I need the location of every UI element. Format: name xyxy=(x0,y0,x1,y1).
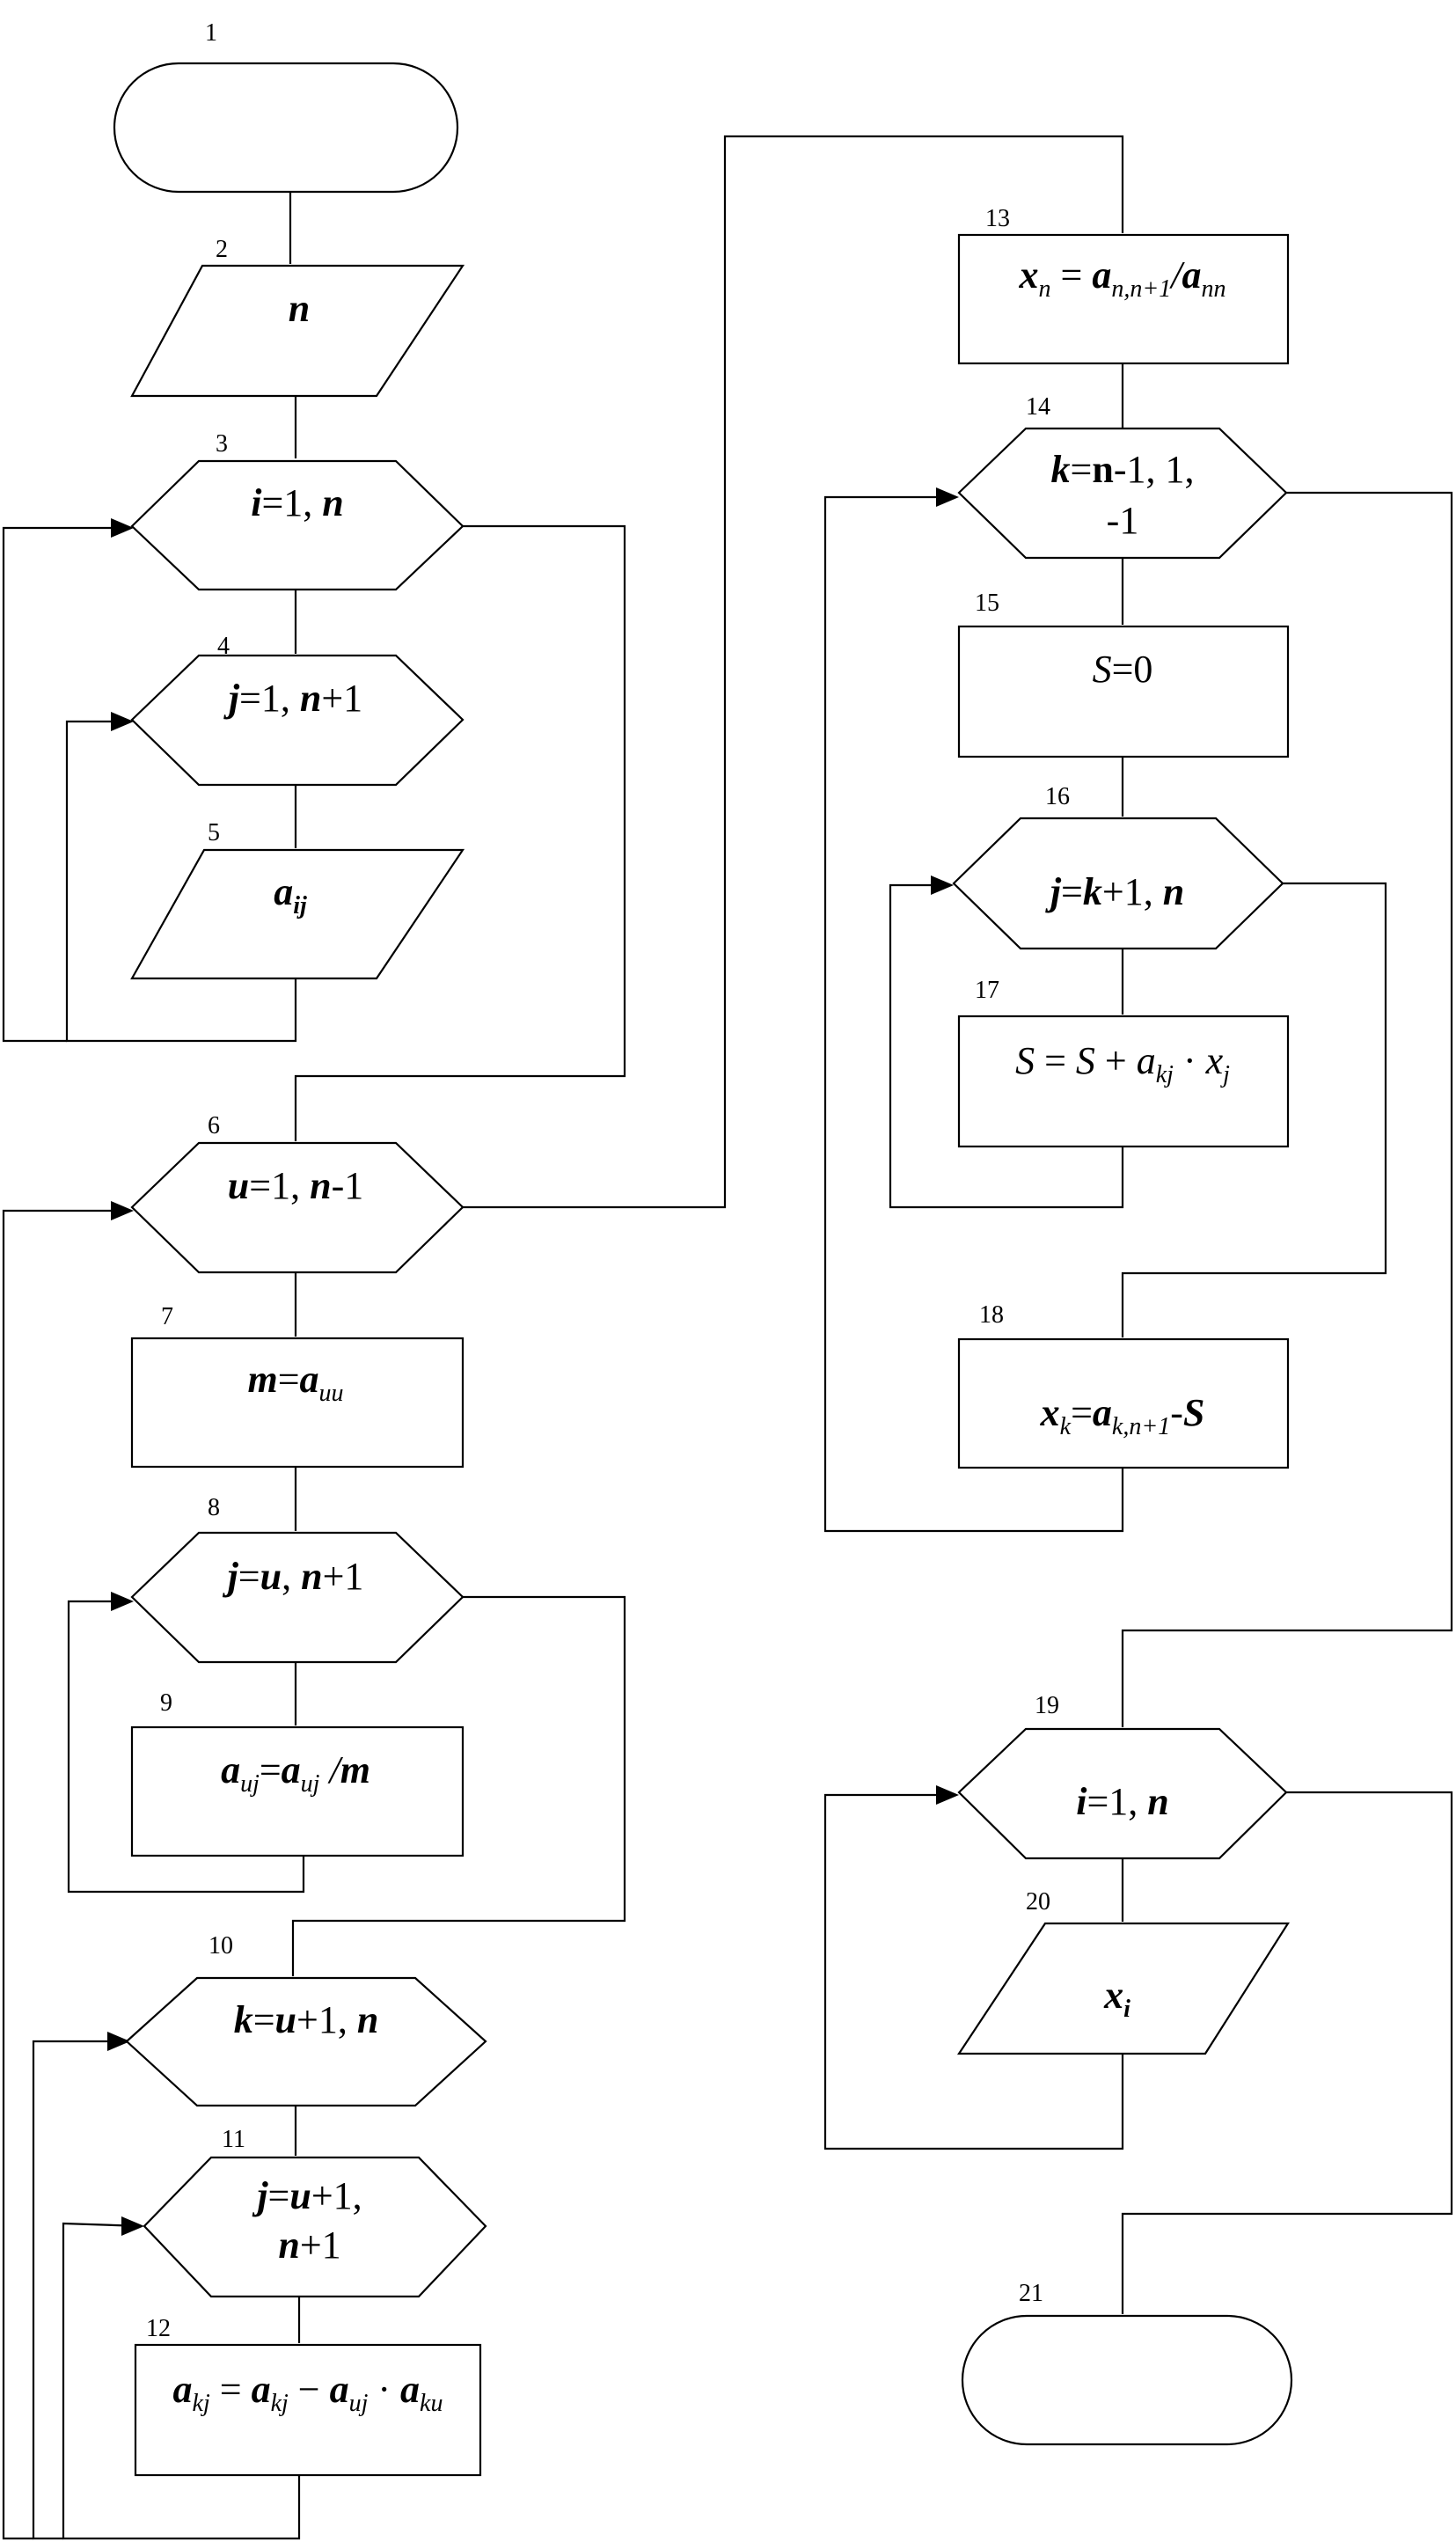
block-number: 15 xyxy=(975,590,999,617)
block-1-start-terminator xyxy=(113,62,459,194)
block-20-output-xi: xi xyxy=(956,1922,1291,2055)
block-14-loop-k: k=n-1, 1, -1 xyxy=(957,427,1288,560)
block-7-process-m: m=auu xyxy=(130,1337,465,1469)
block-18-label: xk=ak,n+1-S xyxy=(1040,1391,1205,1440)
block-numbers: 1 2 3 4 5 6 7 8 9 10 11 12 13 14 15 16 1… xyxy=(146,19,1070,2342)
block-2-input-n: n xyxy=(130,264,465,398)
block-21-end-terminator xyxy=(961,2314,1293,2446)
block-4-label: j=1, n+1 xyxy=(223,677,362,720)
block-16-label: j=k+1, n xyxy=(1045,870,1184,913)
arrow-head xyxy=(107,2032,130,2051)
block-12-process-eliminate: akj = akj − auj · aku xyxy=(134,2343,482,2477)
block-number: 4 xyxy=(217,633,230,660)
block-5-label: aij xyxy=(274,870,307,919)
block-15-process-s-zero: S=0 xyxy=(957,625,1290,758)
block-number: 6 xyxy=(208,1112,220,1139)
block-number: 3 xyxy=(216,430,228,458)
block-3-label: i=1, n xyxy=(251,481,344,524)
block-11-label-line2: n+1 xyxy=(278,2223,340,2267)
block-9-label: auj=auj /m xyxy=(221,1748,370,1798)
block-3-loop-i: i=1, n xyxy=(130,459,465,591)
block-number: 21 xyxy=(1019,2280,1043,2307)
block-15-label: S=0 xyxy=(1093,648,1153,691)
block-12-label: akj = akj − auj · aku xyxy=(173,2368,443,2417)
block-number: 20 xyxy=(1026,1888,1050,1916)
arrow-head xyxy=(111,712,134,731)
block-6-loop-u: u=1, n-1 xyxy=(130,1141,465,1274)
block-5-input-aij: aij xyxy=(130,848,465,980)
arrow-heads xyxy=(107,487,959,2236)
block-number: 7 xyxy=(161,1303,173,1330)
block-number: 13 xyxy=(985,205,1010,232)
block-number: 16 xyxy=(1045,783,1070,810)
block-8-loop-j: j=u, n+1 xyxy=(130,1531,465,1664)
connector-lines xyxy=(2,135,1453,2540)
block-number: 19 xyxy=(1035,1692,1059,1719)
block-11-label-line1: j=u+1, xyxy=(252,2174,362,2217)
block-13-process-xn: xn = an,n+1/ann xyxy=(957,233,1290,365)
block-number: 8 xyxy=(208,1494,220,1521)
block-10-label: k=u+1, n xyxy=(234,1998,379,2041)
arrow-head xyxy=(111,518,134,538)
block-20-label: xi xyxy=(1103,1974,1130,2023)
block-8-label: j=u, n+1 xyxy=(223,1555,364,1598)
block-17-label: S = S + akj · xj xyxy=(1015,1039,1230,1088)
block-14-label-line1: k=n-1, 1, xyxy=(1051,448,1195,491)
block-14-label-line2: -1 xyxy=(1107,499,1139,542)
block-2-label: n xyxy=(289,287,310,330)
block-11-loop-j: j=u+1, n+1 xyxy=(143,2156,487,2298)
block-19-loop-i: i=1, n xyxy=(957,1727,1288,1860)
block-16-loop-j: j=k+1, n xyxy=(952,817,1284,950)
block-number: 9 xyxy=(160,1689,172,1717)
block-number: 18 xyxy=(979,1301,1004,1329)
block-number: 1 xyxy=(205,19,217,47)
block-4-loop-j: j=1, n+1 xyxy=(130,654,465,787)
block-number: 14 xyxy=(1026,393,1050,421)
block-number: 17 xyxy=(975,977,999,1004)
arrow-head xyxy=(121,2216,144,2236)
block-number: 10 xyxy=(209,1932,233,1960)
arrow-head xyxy=(111,1201,134,1220)
block-number: 11 xyxy=(222,2126,245,2153)
block-18-process-xk: xk=ak,n+1-S xyxy=(957,1337,1290,1469)
block-10-loop-k: k=u+1, n xyxy=(125,1976,487,2107)
arrow-head xyxy=(931,875,954,895)
block-number: 12 xyxy=(146,2315,171,2342)
block-9-process-normalize: auj=auj /m xyxy=(130,1725,465,1857)
block-19-label: i=1, n xyxy=(1076,1780,1169,1823)
block-6-label: u=1, n-1 xyxy=(228,1164,363,1207)
block-13-label: xn = an,n+1/ann xyxy=(1019,253,1226,303)
block-7-label: m=auu xyxy=(247,1358,343,1407)
block-number: 5 xyxy=(208,819,220,846)
block-17-process-sum: S = S + akj · xj xyxy=(957,1015,1290,1148)
arrow-head xyxy=(936,1785,959,1805)
arrow-head xyxy=(111,1592,134,1611)
block-number: 2 xyxy=(216,236,228,263)
arrow-head xyxy=(936,487,959,507)
